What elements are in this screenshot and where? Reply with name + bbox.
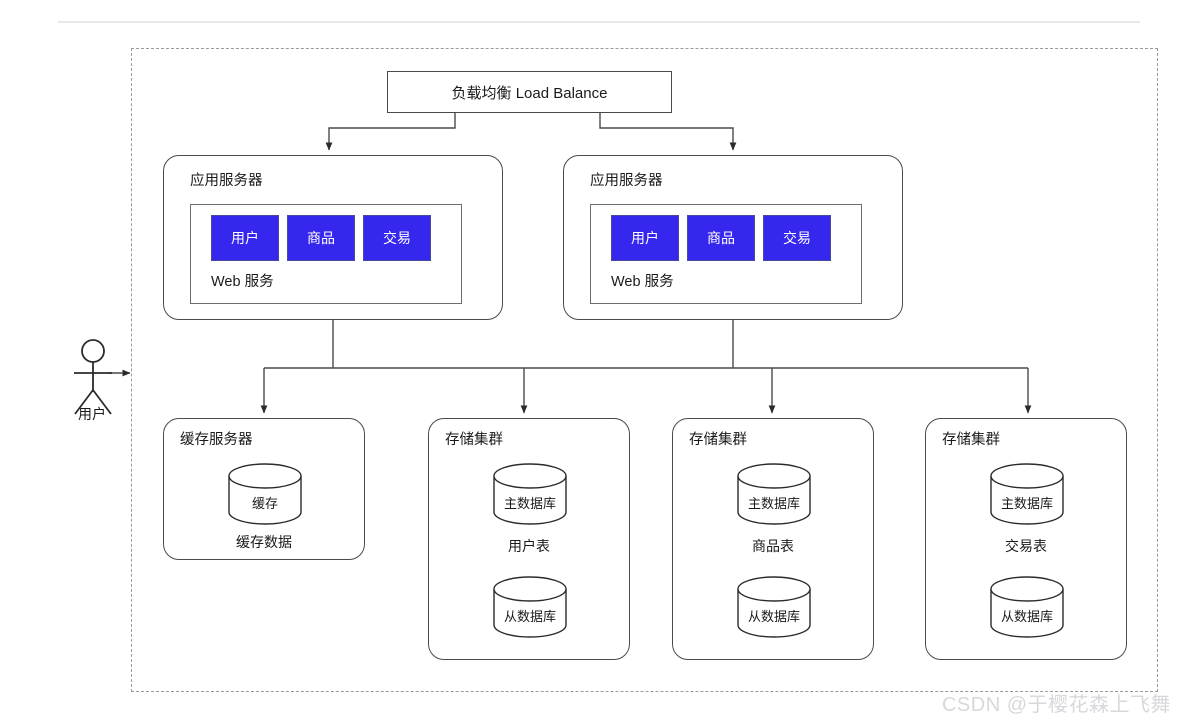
- database-cylinder-icon: [990, 463, 1064, 525]
- database-cylinder-icon: [737, 463, 811, 525]
- module-user-2[interactable]: 用户: [611, 215, 679, 261]
- database-cylinder-icon: [737, 576, 811, 638]
- web-service-box-2: 用户 商品 交易 Web 服务: [590, 204, 862, 304]
- actor-user: [66, 338, 122, 428]
- app-server-title-2: 应用服务器: [590, 173, 663, 189]
- replica-db-label-1: 从数据库: [503, 609, 556, 624]
- database-cylinder-icon: [493, 576, 567, 638]
- load-balancer-label: 负载均衡 Load Balance: [451, 84, 608, 102]
- load-balancer-node[interactable]: 负载均衡 Load Balance: [387, 71, 672, 113]
- replica-db-cylinder-2: 从数据库: [736, 576, 812, 638]
- web-service-label-2: Web 服务: [611, 274, 674, 290]
- primary-db-label-2: 主数据库: [747, 496, 800, 511]
- module-transaction-1[interactable]: 交易: [363, 215, 431, 261]
- actor-user-label: 用户: [78, 406, 106, 422]
- storage-cluster-node-2[interactable]: 存储集群 主数据库 商品表 从数据库: [672, 418, 874, 660]
- stick-figure-icon: [74, 339, 112, 415]
- web-service-box-1: 用户 商品 交易 Web 服务: [190, 204, 462, 304]
- replica-db-cylinder-1: 从数据库: [492, 576, 568, 638]
- storage-caption-3: 交易表: [1005, 538, 1047, 554]
- primary-db-cylinder-1: 主数据库: [492, 463, 568, 525]
- replica-db-label-3: 从数据库: [1000, 609, 1053, 624]
- storage-cluster-title-2: 存储集群: [689, 432, 747, 448]
- module-product-1[interactable]: 商品: [287, 215, 355, 261]
- primary-db-label-3: 主数据库: [1000, 496, 1053, 511]
- replica-db-cylinder-3: 从数据库: [989, 576, 1065, 638]
- cache-server-node[interactable]: 缓存服务器 缓存 缓存数据: [163, 418, 365, 560]
- cache-cylinder-label: 缓存: [251, 496, 278, 511]
- database-cylinder-icon: [990, 576, 1064, 638]
- storage-cluster-node-3[interactable]: 存储集群 主数据库 交易表 从数据库: [925, 418, 1127, 660]
- storage-cluster-title-3: 存储集群: [942, 432, 1000, 448]
- system-boundary: [131, 48, 1158, 692]
- storage-cluster-title-1: 存储集群: [445, 432, 503, 448]
- module-user-1[interactable]: 用户: [211, 215, 279, 261]
- primary-db-cylinder-3: 主数据库: [989, 463, 1065, 525]
- app-server-node-1[interactable]: 应用服务器 用户 商品 交易 Web 服务: [163, 155, 503, 320]
- app-server-node-2[interactable]: 应用服务器 用户 商品 交易 Web 服务: [563, 155, 903, 320]
- replica-db-label-2: 从数据库: [747, 609, 800, 624]
- web-service-label-1: Web 服务: [211, 274, 274, 290]
- top-divider-rule: [58, 21, 1140, 23]
- cache-caption: 缓存数据: [236, 534, 292, 550]
- watermark: CSDN @于樱花森上飞舞: [941, 694, 1171, 716]
- module-product-2[interactable]: 商品: [687, 215, 755, 261]
- storage-caption-1: 用户表: [508, 538, 550, 554]
- cache-cylinder: 缓存: [227, 463, 303, 525]
- database-cylinder-icon: [228, 463, 302, 525]
- module-group-1: 用户 商品 交易: [211, 215, 431, 261]
- app-server-title-1: 应用服务器: [190, 173, 263, 189]
- module-group-2: 用户 商品 交易: [611, 215, 831, 261]
- storage-caption-2: 商品表: [752, 538, 794, 554]
- primary-db-label-1: 主数据库: [503, 496, 556, 511]
- primary-db-cylinder-2: 主数据库: [736, 463, 812, 525]
- cache-server-title: 缓存服务器: [180, 432, 253, 448]
- storage-cluster-node-1[interactable]: 存储集群 主数据库 用户表 从数据库: [428, 418, 630, 660]
- module-transaction-2[interactable]: 交易: [763, 215, 831, 261]
- database-cylinder-icon: [493, 463, 567, 525]
